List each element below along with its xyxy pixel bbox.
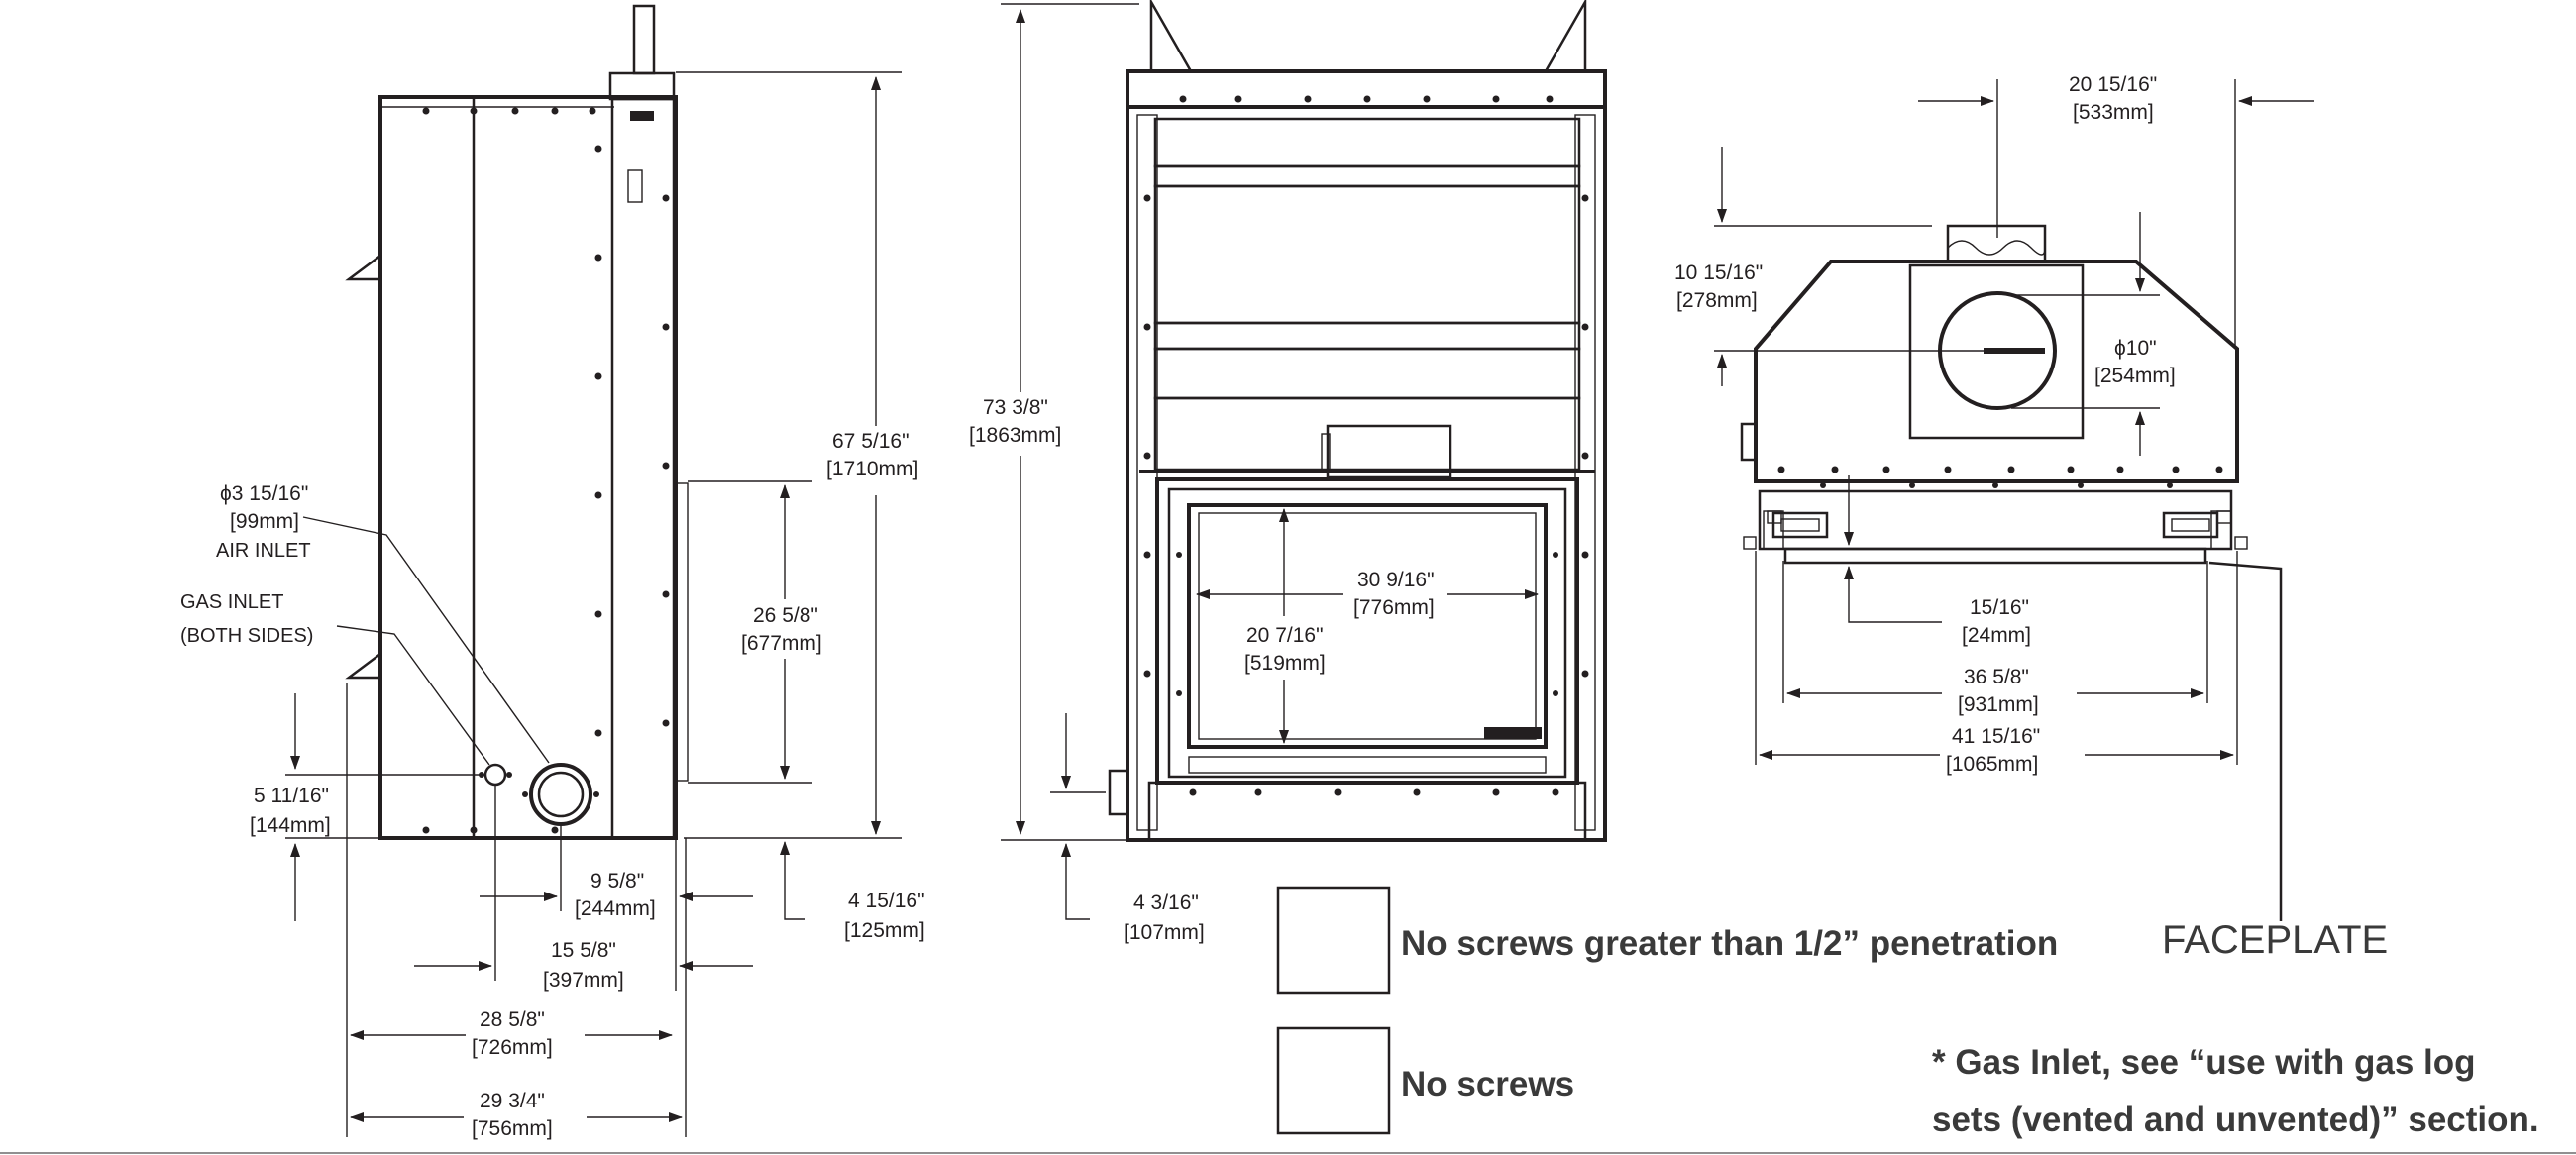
side-view: ϕ3 15/16" [99mm] AIR INLET GAS INLET (BO…	[180, 4, 925, 1140]
side-depth-d-mm: [756mm]	[472, 1117, 553, 1140]
side-depth-a-in: 9 5/8"	[590, 870, 644, 892]
front-height-base-mm: [107mm]	[1124, 921, 1205, 944]
top-flue-dia-mm: [254mm]	[2094, 365, 2176, 387]
legend-hatch-swatch	[1276, 1026, 1391, 1135]
top-flue-depth-in: 10 15/16"	[1674, 262, 1763, 284]
top-width-inner-mm: [931mm]	[1958, 693, 2039, 716]
side-depth-b-in: 15 5/8"	[551, 939, 616, 962]
front-glass-opening	[1187, 503, 1548, 749]
footnote-line-2: sets (vented and unvented)” section.	[1932, 1101, 2539, 1139]
side-height-total-mm: [1710mm]	[826, 458, 918, 480]
top-width-inner-in: 36 5/8"	[1964, 666, 2029, 688]
front-hatch-band-3	[1153, 396, 1581, 472]
front-gray-panel-3	[1153, 347, 1581, 400]
side-body-outline	[378, 95, 678, 840]
side-flue-stub	[632, 4, 656, 75]
side-depth-b-mm: [397mm]	[543, 969, 624, 992]
top-flue-dia-in: ϕ10"	[2114, 337, 2157, 360]
top-flue-offset-mm: [533mm]	[2073, 101, 2154, 124]
gas-inlet-label: GAS INLET	[180, 591, 283, 613]
top-flue-box	[1908, 263, 2085, 440]
side-height-base-mm: [125mm]	[844, 919, 925, 942]
top-flue-depth-mm: [278mm]	[1676, 289, 1758, 312]
side-depth-c-in: 28 5/8"	[480, 1008, 545, 1031]
side-height-opening-mm: [677mm]	[741, 632, 822, 655]
front-height-total-in: 73 3/8"	[983, 396, 1048, 419]
top-flue-offset-in: 20 15/16"	[2069, 73, 2157, 96]
side-height-opening-in: 26 5/8"	[753, 604, 818, 627]
front-hatch-band-1	[1153, 164, 1581, 188]
front-height-base-in: 4 3/16"	[1133, 892, 1199, 914]
top-gap-mm: [24mm]	[1962, 624, 2031, 647]
front-opening-width-in: 30 9/16"	[1357, 569, 1435, 591]
side-height-gas-mm: [144mm]	[250, 814, 331, 837]
legend-solid-swatch	[1276, 886, 1391, 995]
top-width-outer-in: 41 15/16"	[1952, 725, 2040, 748]
top-gap-in: 15/16"	[1970, 596, 2029, 619]
front-opening-width-mm: [776mm]	[1353, 596, 1435, 619]
legend-solid-label: No screws greater than 1/2” penetration	[1401, 924, 2058, 963]
front-base	[1147, 781, 1587, 842]
top-faceplate	[1758, 489, 2233, 551]
side-height-total-in: 67 5/16"	[832, 430, 910, 453]
legend-hatch-label: No screws	[1401, 1065, 1574, 1103]
air-inlet-dia: ϕ3 15/16"	[220, 482, 308, 505]
side-height-gas-in: 5 11/16"	[254, 785, 329, 807]
gas-inlet-sides: (BOTH SIDES)	[180, 625, 313, 647]
front-opening-height-mm: [519mm]	[1244, 652, 1326, 675]
gas-inlet-icon	[483, 763, 507, 787]
side-depth-d-in: 29 3/4"	[480, 1090, 545, 1112]
side-height-base-in: 4 15/16"	[848, 890, 925, 912]
legend: No screws greater than 1/2” penetration …	[1276, 886, 2058, 1135]
air-inlet-label: AIR INLET	[216, 540, 311, 562]
faceplate-label: FACEPLATE	[2162, 918, 2388, 962]
footnote-line-1: * Gas Inlet, see “use with gas log	[1932, 1043, 2476, 1082]
footnote: * Gas Inlet, see “use with gas log sets …	[1932, 1043, 2539, 1139]
front-hatch-band-2	[1153, 321, 1581, 351]
front-gray-panel-2	[1153, 184, 1581, 325]
side-depth-a-mm: [244mm]	[575, 897, 656, 920]
top-width-outer-mm: [1065mm]	[1946, 753, 2038, 776]
side-depth-c-mm: [726mm]	[472, 1036, 553, 1059]
front-gray-panel-1	[1153, 117, 1581, 168]
front-height-total-mm: [1863mm]	[969, 424, 1061, 447]
air-inlet-mm: [99mm]	[230, 510, 299, 533]
front-opening-height-in: 20 7/16"	[1246, 624, 1324, 647]
front-view: 73 3/8" [1863mm] 4 3/16" [107mm] 30 9/16…	[969, 0, 1607, 944]
top-view: 20 15/16" [533mm] 10 15/16" [278mm] ϕ10"…	[1674, 73, 2388, 962]
